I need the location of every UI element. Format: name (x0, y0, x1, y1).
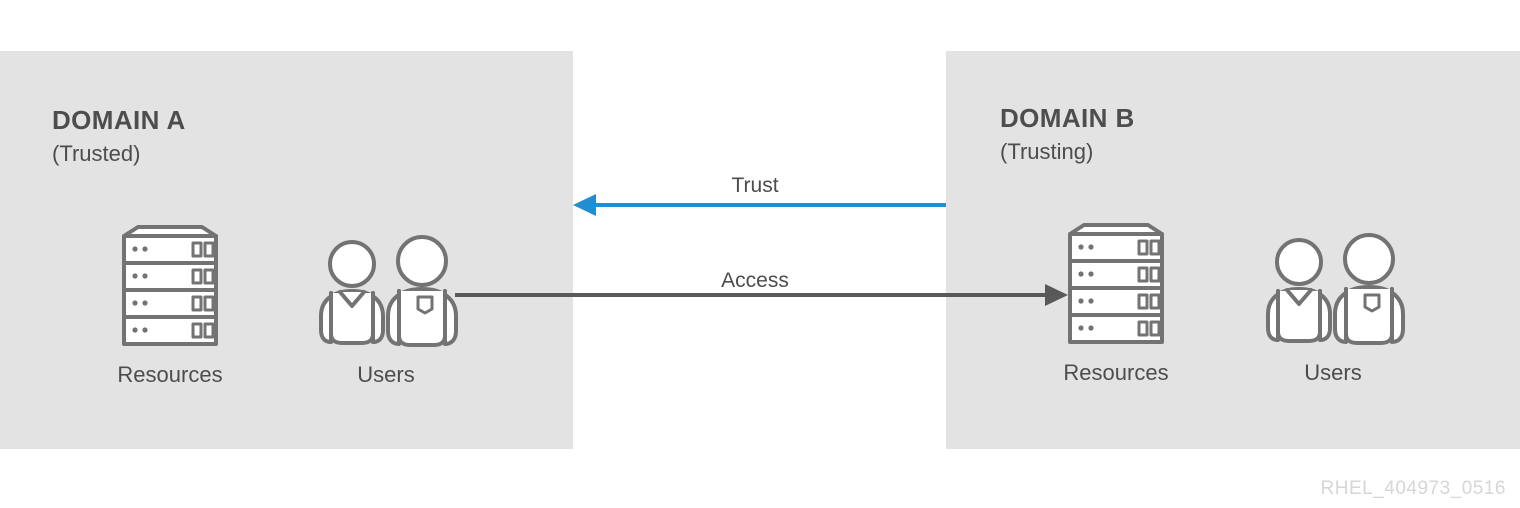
domain-a-resources-label: Resources (117, 362, 223, 387)
access-arrow-label: Access (721, 269, 789, 292)
domain-a-subtitle: (Trusted) (52, 141, 141, 166)
domain-a-users-label: Users (357, 362, 415, 387)
trust-arrow-label: Trust (731, 174, 779, 197)
domain-b-resources-label: Resources (1063, 360, 1169, 385)
domain-b-panel (946, 51, 1520, 449)
domain-b-heading: DOMAIN B (1000, 103, 1135, 133)
domain-b-users-label: Users (1304, 360, 1362, 385)
domain-a-heading: DOMAIN A (52, 105, 186, 135)
domain-b-subtitle: (Trusting) (1000, 139, 1094, 164)
watermark-text: RHEL_404973_0516 (1320, 478, 1506, 499)
domain-a-panel (0, 51, 573, 449)
